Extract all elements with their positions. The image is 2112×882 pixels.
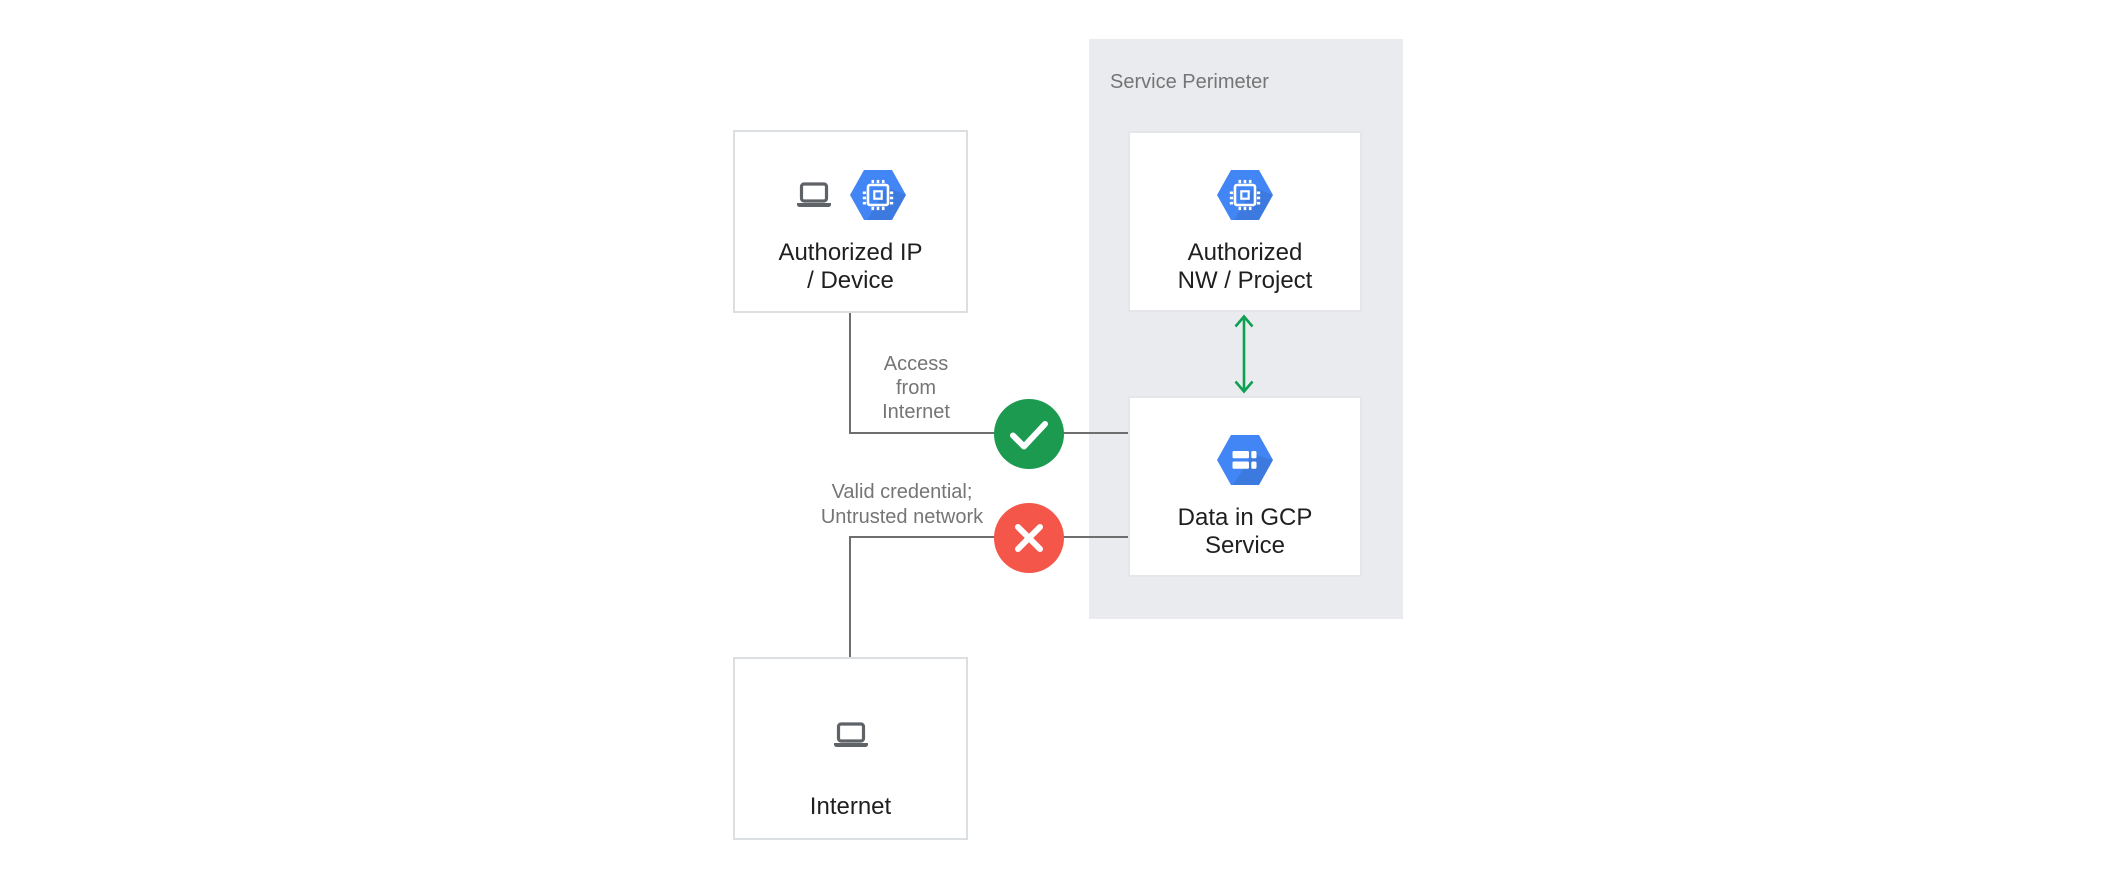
laptop-icon <box>833 722 869 748</box>
edge-label-line: Valid credential; <box>831 481 973 503</box>
node-label-line: Authorized <box>1187 239 1303 266</box>
edge-credential-horizontal-line <box>849 536 1129 538</box>
edge-label-line: Internet <box>882 401 950 423</box>
node-data-in-gcp-service: Data in GCP Service <box>1128 396 1362 577</box>
node-label: Authorized NW / Project <box>1178 239 1313 295</box>
gcp-compute-hexagon-icon <box>849 170 906 220</box>
bidirectional-arrow-icon <box>1232 312 1256 396</box>
node-label-line: / Device <box>807 267 894 294</box>
gcp-storage-hexagon-icon <box>1217 435 1273 485</box>
node-label: Internet <box>810 793 891 821</box>
edge-label-line: from <box>896 377 936 399</box>
node-label-line: Internet <box>809 793 892 820</box>
edge-access-vertical-line <box>849 313 851 433</box>
node-icon-row <box>1217 434 1273 486</box>
allowed-status-badge <box>994 399 1064 469</box>
node-label: Data in GCP Service <box>1178 504 1313 560</box>
node-label-line: Service <box>1204 532 1286 559</box>
edge-label-line: Untrusted network <box>820 506 984 528</box>
check-icon <box>994 399 1064 469</box>
edge-label-access-from-internet: Access from Internet <box>840 352 992 424</box>
node-label: Authorized IP / Device <box>778 239 922 295</box>
edge-label-valid-credential: Valid credential; Untrusted network <box>791 480 1013 530</box>
cross-icon <box>994 503 1064 573</box>
node-label-line: Authorized IP <box>778 239 923 266</box>
edge-credential-vertical-line <box>849 537 851 658</box>
laptop-icon <box>796 182 832 208</box>
node-icon-row <box>796 169 906 221</box>
gcp-compute-hexagon-icon <box>1217 170 1273 220</box>
node-label-line: NW / Project <box>1177 267 1313 294</box>
node-authorized-nw-project: Authorized NW / Project <box>1128 131 1362 312</box>
node-icon-row <box>833 709 869 761</box>
service-perimeter-label: Service Perimeter <box>1110 71 1269 93</box>
node-authorized-ip-device: Authorized IP / Device <box>733 130 968 313</box>
node-icon-row <box>1217 169 1273 221</box>
edge-label-line: Access <box>883 353 949 375</box>
denied-status-badge <box>994 503 1064 573</box>
node-internet: Internet <box>733 657 968 840</box>
edge-access-horizontal-line <box>849 432 1129 434</box>
node-label-line: Data in GCP <box>1177 504 1313 531</box>
